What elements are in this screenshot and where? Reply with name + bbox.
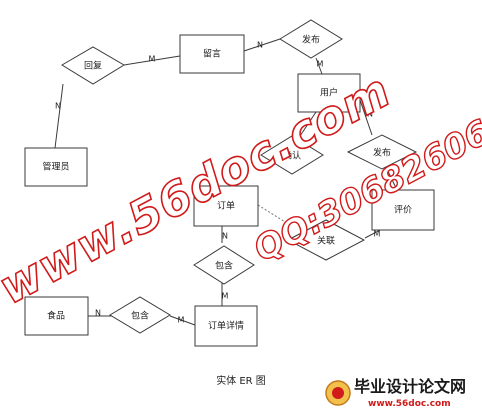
entity-guanliyuan-label: 管理员 <box>42 161 69 173</box>
rel-huifu: 回复 <box>61 46 125 85</box>
entity-dingdanxiangqing: 订单详情 <box>194 305 258 347</box>
card-baohan-xiangqing: M <box>222 292 229 301</box>
edge-liuyan-fabu <box>243 38 281 52</box>
edges <box>54 38 398 326</box>
rel-huifu-label: 回复 <box>84 60 102 72</box>
logo-icon-center <box>332 387 344 399</box>
rel-baohan-top: 包含 <box>193 245 255 285</box>
rel-queren-label: 确认 <box>283 150 301 162</box>
card-fabu-right-yonghu: N <box>367 110 373 119</box>
entity-yonghu: 用户 <box>297 73 361 113</box>
rel-baohan-bottom-label: 包含 <box>131 310 149 322</box>
edge-huifu-liuyan <box>123 55 181 66</box>
entity-shipin-label: 食品 <box>47 310 65 322</box>
edge-huifu-guanliyuan <box>54 83 64 149</box>
entity-yonghu-label: 用户 <box>320 87 338 99</box>
card-huifu-guanliyuan: N <box>55 102 61 111</box>
entity-liuyan: 留言 <box>179 34 245 74</box>
rel-queren: 确认 <box>260 135 324 175</box>
card-fabu-liuyan: N <box>257 41 263 50</box>
logo-url: www.56doc.com <box>368 399 451 409</box>
rel-fabu-top-label: 发布 <box>302 34 320 46</box>
card-baohan-dingdan: N <box>222 232 228 241</box>
rel-fabu-right: 发布 <box>346 134 418 170</box>
card-baohan-shipin: N <box>95 309 101 318</box>
rel-fabu-top: 发布 <box>279 19 343 59</box>
rel-guanlian: 关联 <box>286 219 366 261</box>
card-guanlian-pingjia: M <box>374 230 381 239</box>
entity-dingdanxiangqing-label: 订单详情 <box>208 320 244 332</box>
entity-dingdan: 订单 <box>193 185 259 227</box>
card-baohan-xiangqing2: M <box>178 316 185 325</box>
logo-title: 毕业设计论文网 <box>354 377 466 396</box>
edge-fabu-pingjia <box>384 164 398 191</box>
entity-pingjia: 评价 <box>371 189 435 231</box>
entity-pingjia-label: 评价 <box>394 205 412 216</box>
edge-yonghu-queren <box>299 111 317 137</box>
card-huifu-liuyan: M <box>149 55 156 64</box>
entity-dingdan-label: 订单 <box>217 200 235 212</box>
entity-guanliyuan: 管理员 <box>24 147 88 187</box>
rel-fabu-right-label: 发布 <box>373 147 391 159</box>
diagram-caption: 实体 ER 图 <box>216 376 266 387</box>
rel-guanlian-label: 关联 <box>317 235 335 247</box>
rel-baohan-bottom: 包含 <box>109 296 171 334</box>
edge-fabu-yonghu <box>315 57 323 75</box>
site-logo: 毕业设计论文网 www.56doc.com <box>325 377 466 409</box>
rel-baohan-top-label: 包含 <box>215 260 233 272</box>
edge-baohan-xiangqing2 <box>169 315 196 326</box>
entity-shipin: 食品 <box>24 296 89 336</box>
card-fabu-yonghu: M <box>317 60 324 69</box>
edge-yonghu-fabu <box>359 99 373 136</box>
entity-liuyan-label: 留言 <box>203 48 221 60</box>
cardinalities: M N N M N M N M N M <box>55 41 381 325</box>
